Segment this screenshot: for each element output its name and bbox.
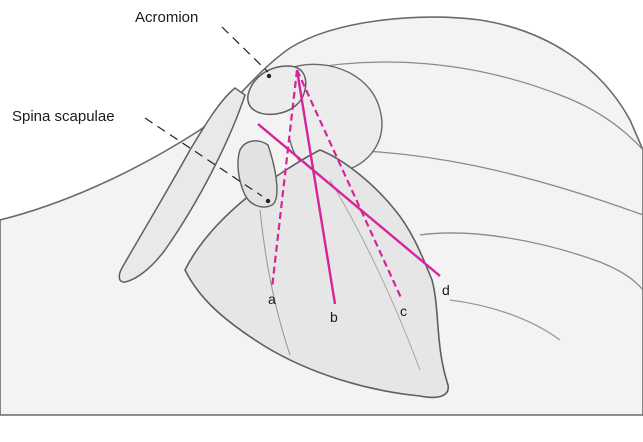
spina-point bbox=[266, 199, 270, 203]
acromion-label: Acromion bbox=[135, 10, 198, 25]
acromion-point bbox=[267, 74, 271, 78]
approach-label-b: b bbox=[330, 310, 338, 324]
spina-scapulae-label: Spina scapulae bbox=[12, 109, 115, 124]
approach-label-d: d bbox=[442, 283, 450, 297]
acromion-leader-line bbox=[222, 27, 268, 72]
approach-label-c: c bbox=[400, 304, 407, 318]
approach-label-a: a bbox=[268, 292, 276, 306]
